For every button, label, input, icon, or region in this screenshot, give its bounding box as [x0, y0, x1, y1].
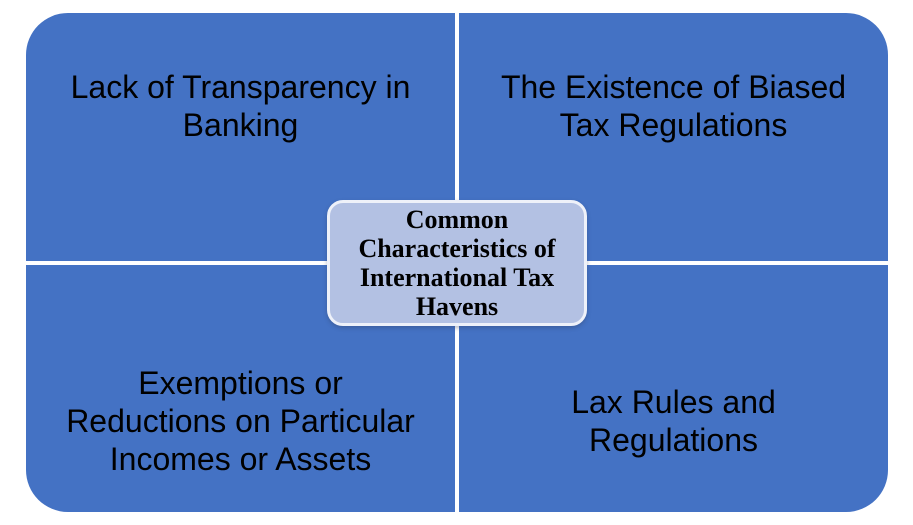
quadrant-label-biased-tax-regulations: The Existence of Biased Tax Regulations [500, 69, 847, 143]
quadrant-label-lax-rules: Lax Rules and Regulations [571, 383, 776, 458]
quadrant-top-left: Lack of Transparency in Banking [26, 13, 455, 261]
diagram-center-title: Common Characteristics of International … [358, 205, 556, 321]
quadrant-label-lack-of-transparency: Lack of Transparency in Banking [70, 69, 411, 143]
quadrant-label-exemptions-reductions: Exemptions or Reductions on Particular I… [66, 364, 415, 477]
center-title-box: Common Characteristics of International … [327, 200, 587, 326]
